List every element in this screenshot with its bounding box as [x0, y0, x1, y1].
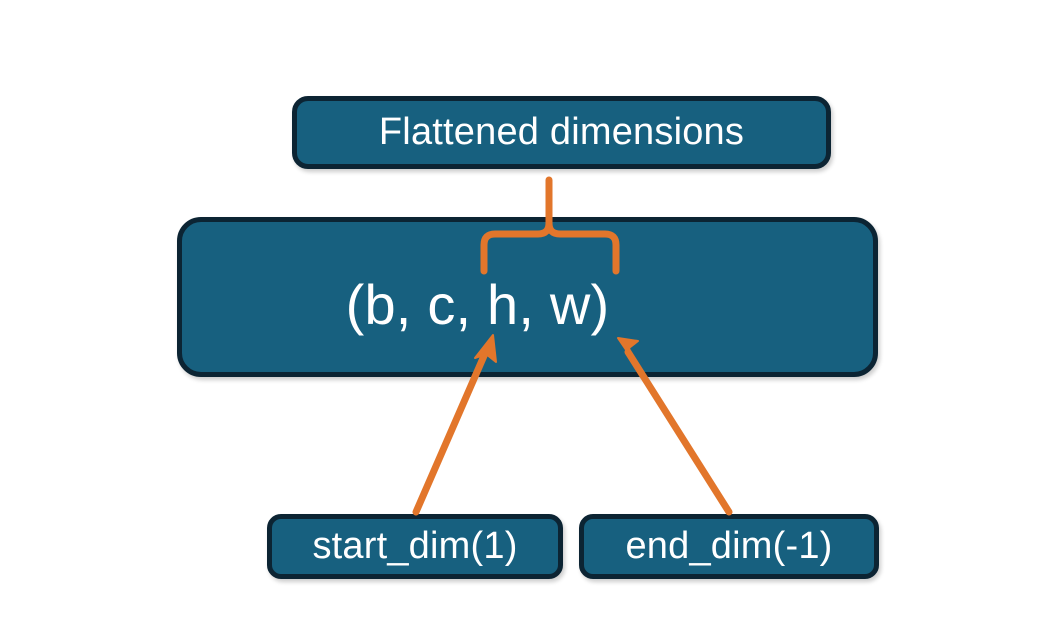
tensor-shape-tuple-label: (b, c, h, w): [345, 272, 610, 336]
flattened-dimensions-box[interactable]: Flattened dimensions: [292, 96, 831, 169]
end-dim-label: end_dim(-1): [625, 524, 833, 567]
end-dim-box[interactable]: end_dim(-1): [579, 514, 879, 579]
tensor-shape-tuple-box[interactable]: (b, c, h, w): [177, 217, 878, 377]
flattened-dimensions-label: Flattened dimensions: [378, 110, 745, 153]
start-dim-box[interactable]: start_dim(1): [267, 514, 563, 579]
start-dim-label: start_dim(1): [312, 524, 518, 567]
